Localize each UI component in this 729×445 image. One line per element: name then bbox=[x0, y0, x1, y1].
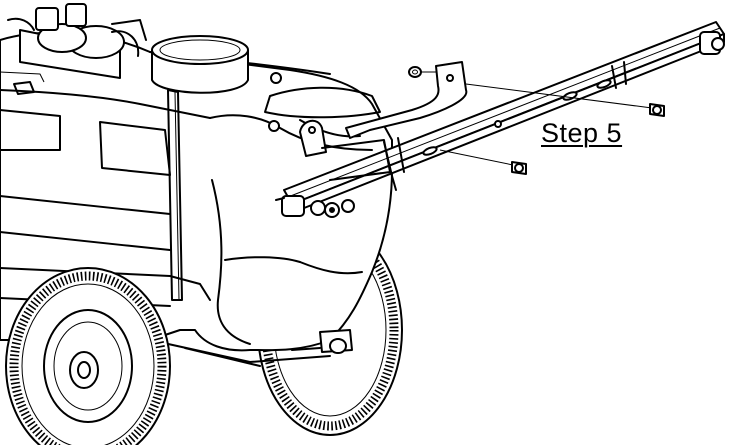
bolt-upper bbox=[649, 103, 665, 117]
fill-lid bbox=[151, 35, 249, 94]
mounting-bracket bbox=[299, 61, 468, 181]
boom-tip-nozzle bbox=[699, 31, 725, 55]
flange-nut bbox=[408, 66, 422, 78]
drain-valve bbox=[291, 329, 353, 354]
boom-arm bbox=[275, 21, 725, 218]
boom-end-nozzle bbox=[275, 195, 355, 218]
hardware-guides bbox=[420, 71, 653, 167]
step-label: Step 5 bbox=[541, 118, 623, 148]
front-wheel bbox=[5, 267, 171, 445]
bolt-lower bbox=[511, 161, 527, 175]
pump-motor bbox=[0, 3, 147, 95]
